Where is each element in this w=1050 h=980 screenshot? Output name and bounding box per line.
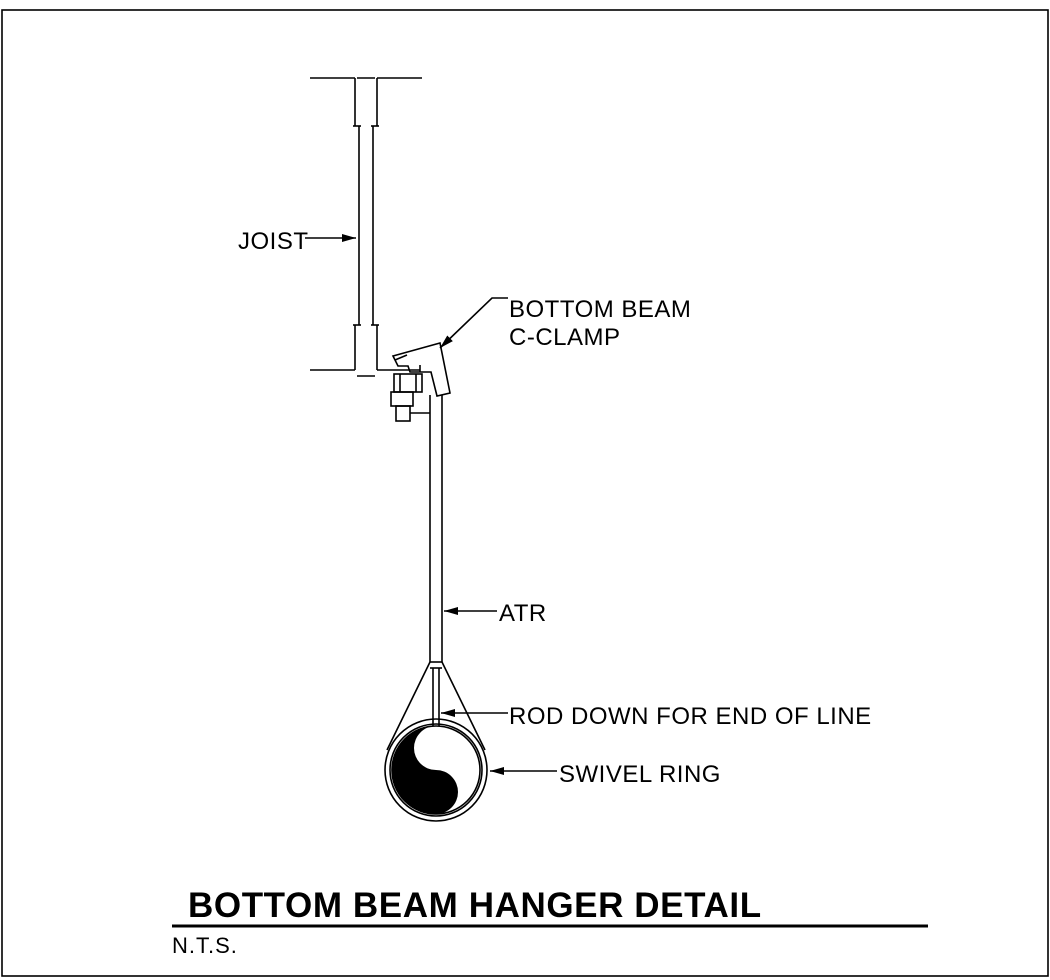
atr-callout: ATR [444,600,547,627]
joist-callout: JOIST [238,228,356,255]
clamp-label-line1: BOTTOM BEAM [509,296,691,323]
sheet-border [1,9,1049,977]
joist [310,77,422,377]
drawing-scale: N.T.S. [172,933,238,958]
all-thread-rod [429,395,443,760]
pipe-section-symbol [391,725,481,815]
title-block: BOTTOM BEAM HANGER DETAIL N.T.S. [172,886,928,958]
atr-label: ATR [499,600,547,627]
swivel-ring-callout: SWIVEL RING [490,761,721,788]
drawing-title: BOTTOM BEAM HANGER DETAIL [188,886,762,925]
clamp-callout: BOTTOM BEAM C-CLAMP [439,296,691,351]
c-clamp [390,341,451,422]
rod-down-label: ROD DOWN FOR END OF LINE [509,703,872,730]
joist-label: JOIST [238,228,309,255]
clamp-label-line2: C-CLAMP [509,324,621,351]
swivel-ring [384,661,488,822]
rod-down-callout: ROD DOWN FOR END OF LINE [441,703,872,730]
swivel-ring-label: SWIVEL RING [559,761,721,788]
